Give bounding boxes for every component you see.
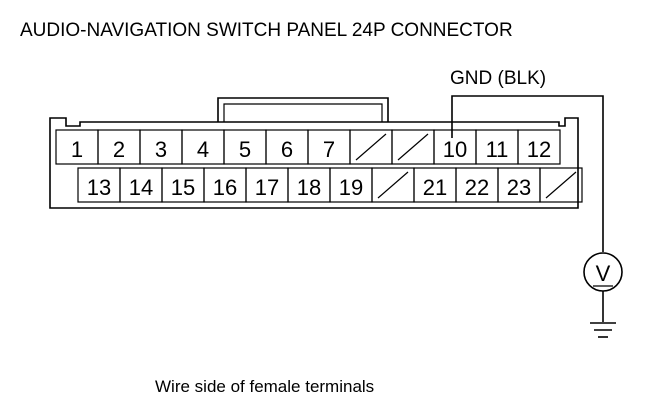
unused-cavity-slash	[545, 171, 577, 199]
terminal-10: 10	[433, 129, 477, 165]
pin-number: 6	[281, 137, 293, 162]
pin-number: 16	[213, 175, 237, 200]
pin-number: 21	[423, 175, 447, 200]
connector-lock-tab	[217, 97, 389, 122]
terminal-14: 14	[119, 167, 163, 203]
pin-number: 18	[297, 175, 321, 200]
terminal-blank-top_row-8	[391, 129, 435, 165]
terminal-6: 6	[265, 129, 309, 165]
pin-number: 19	[339, 175, 363, 200]
pin-number: 3	[155, 137, 167, 162]
pin-number: 2	[113, 137, 125, 162]
ground-symbol-icon	[590, 322, 616, 338]
ground-wire	[451, 95, 604, 252]
pin-number: 12	[527, 137, 551, 162]
pin-number: 17	[255, 175, 279, 200]
terminal-4: 4	[181, 129, 225, 165]
terminal-15: 15	[161, 167, 205, 203]
terminal-16: 16	[203, 167, 247, 203]
terminal-12: 12	[517, 129, 561, 165]
terminal-11: 11	[475, 129, 519, 165]
terminal-5: 5	[223, 129, 267, 165]
terminal-18: 18	[287, 167, 331, 203]
pin-number: 23	[507, 175, 531, 200]
voltmeter-icon: V	[583, 252, 623, 292]
pin-number: 4	[197, 137, 209, 162]
pin-number: 7	[323, 137, 335, 162]
terminal-7: 7	[307, 129, 351, 165]
unused-cavity-slash	[397, 133, 429, 161]
terminal-19: 19	[329, 167, 373, 203]
terminal-22: 22	[455, 167, 499, 203]
diagram-title: AUDIO-NAVIGATION SWITCH PANEL 24P CONNEC…	[20, 20, 513, 41]
unused-cavity-slash	[377, 171, 409, 199]
pin-number: 10	[443, 137, 467, 162]
terminal-1: 1	[55, 129, 99, 165]
terminal-3: 3	[139, 129, 183, 165]
pin-number: 11	[486, 137, 509, 162]
pin-number: 1	[71, 137, 83, 162]
terminal-blank-top_row-7	[349, 129, 393, 165]
pin-number: 13	[87, 175, 111, 200]
voltmeter-symbol: V	[596, 261, 611, 286]
caption: Wire side of female terminals	[155, 377, 374, 396]
pin-number: 22	[465, 175, 489, 200]
terminal-blank-bottom_row-7	[371, 167, 415, 203]
pin-number: 15	[171, 175, 195, 200]
terminal-17: 17	[245, 167, 289, 203]
ground-label: GND (BLK)	[450, 68, 546, 89]
pin-number: 5	[239, 137, 251, 162]
terminal-2: 2	[97, 129, 141, 165]
bottom-row-terminals: 13 14 15 16 17 18 19 21 22 23	[77, 167, 583, 203]
terminal-23: 23	[497, 167, 541, 203]
connector-lock-inner	[223, 103, 383, 122]
pin-number: 14	[129, 175, 153, 200]
connector-outline	[49, 117, 579, 209]
terminal-blank-bottom_row-11	[539, 167, 583, 203]
terminal-21: 21	[413, 167, 457, 203]
unused-cavity-slash	[355, 133, 387, 161]
terminal-13: 13	[77, 167, 121, 203]
